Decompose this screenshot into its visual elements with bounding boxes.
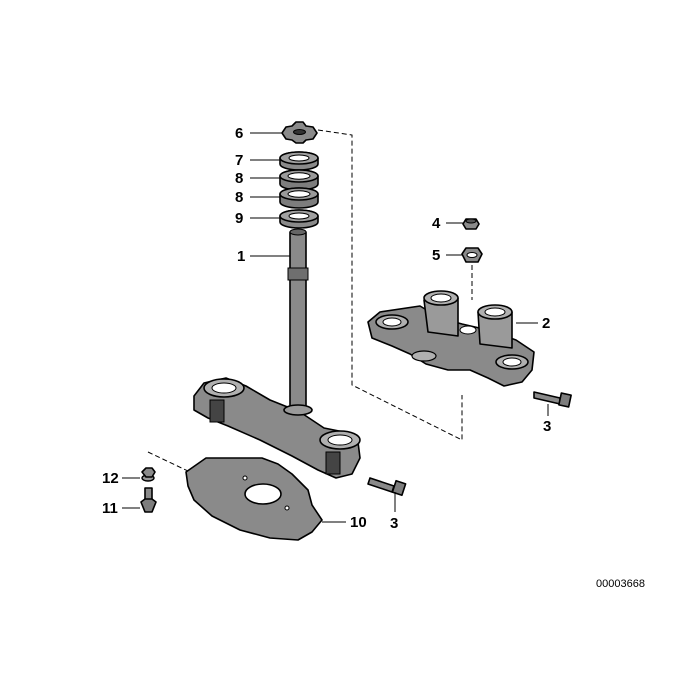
washer-part-12 xyxy=(141,467,156,482)
upper-fork-bridge-part-2 xyxy=(367,290,535,387)
callout-6: 6 xyxy=(235,125,243,142)
callout-10: 10 xyxy=(350,514,367,531)
cap-nut-part-4 xyxy=(462,218,480,230)
seal-part-9 xyxy=(279,209,319,229)
callout-8-upper: 8 xyxy=(235,170,243,187)
callout-9: 9 xyxy=(235,210,243,227)
clamp-bolt-part-3-lower xyxy=(367,477,407,497)
callout-4: 4 xyxy=(432,215,441,232)
callout-1: 1 xyxy=(237,248,245,265)
callout-2: 2 xyxy=(542,315,550,332)
callout-12: 12 xyxy=(102,470,119,487)
hex-nut-part-5 xyxy=(461,247,483,263)
bearing-part-8-upper xyxy=(279,169,319,191)
diagram-reference-code: 00003668 xyxy=(596,578,645,590)
callout-3-lower: 3 xyxy=(390,515,398,532)
seal-ring-part-7 xyxy=(279,151,319,171)
callout-5: 5 xyxy=(432,247,440,264)
slotted-nut-part-6 xyxy=(281,121,318,144)
cover-plate-part-10 xyxy=(185,457,323,541)
lower-fork-bridge-part-1 xyxy=(193,228,361,479)
bearing-part-8-lower xyxy=(279,187,319,209)
callout-8-lower: 8 xyxy=(235,189,243,206)
callout-11: 11 xyxy=(102,500,118,517)
callout-3-upper: 3 xyxy=(543,418,551,435)
callout-7: 7 xyxy=(235,152,243,169)
leader-lines xyxy=(122,132,549,523)
screw-part-11 xyxy=(140,487,157,513)
clamp-bolt-part-3-upper xyxy=(533,391,572,408)
